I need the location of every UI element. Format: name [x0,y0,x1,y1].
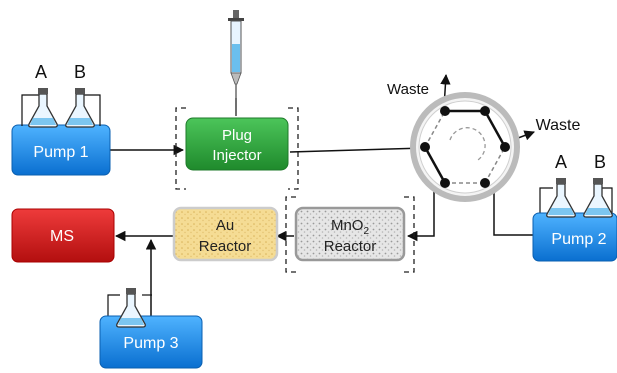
pump-1-label: Pump 1 [33,144,88,161]
waste-label-top: Waste [387,81,429,98]
pump-3[interactable]: Pump 3 [99,315,203,369]
mno2-reactor-label-line2: Reactor [324,238,377,255]
mno2-reactor[interactable]: MnO2 Reactor [294,206,406,262]
injector-label-line1: Plug [222,127,252,144]
injector-dashed-frame [175,107,299,190]
pump-1[interactable]: Pump 1 [11,124,111,176]
ms-label: MS [50,228,74,245]
mno2-label-main: MnO [331,217,364,234]
flask-b-label-pump2: B [594,152,606,172]
pump-1-tubing [21,94,101,126]
pump-2[interactable]: Pump 2 [532,212,617,262]
syringe-icon [228,10,244,98]
au-reactor[interactable]: Au Reactor [172,206,279,262]
flask-a-label-pump2: A [555,152,567,172]
au-reactor-label-line2: Reactor [199,238,252,255]
flask-a-pump1 [28,87,58,128]
mass-spectrometer[interactable]: MS [11,208,115,263]
flask-b-label-pump1: B [74,62,86,82]
flask-pump3 [116,287,146,328]
mno2-reactor-label-line1: MnO2 [331,217,370,237]
pump-3-tubing [107,294,152,320]
pump-3-label: Pump 3 [123,335,178,352]
six-port-valve[interactable] [410,92,520,202]
flask-a-pump2 [546,177,576,218]
flask-b-pump2 [583,177,613,218]
line-valve-mno2 [406,178,435,242]
mno2-label-subscript: 2 [363,226,369,237]
plug-injector[interactable]: Plug Injector [185,117,289,171]
line-injector-valve [289,143,427,154]
injector-label-line2: Injector [212,147,261,164]
pump-2-tubing [539,187,613,218]
waste-label-right: Waste [536,117,581,134]
au-reactor-label-line1: Au [216,217,234,234]
flask-b-pump1 [65,87,95,128]
pump-2-label: Pump 2 [551,231,606,248]
flask-a-label-pump1: A [35,62,47,82]
mno2-dashed-frame [285,196,415,273]
